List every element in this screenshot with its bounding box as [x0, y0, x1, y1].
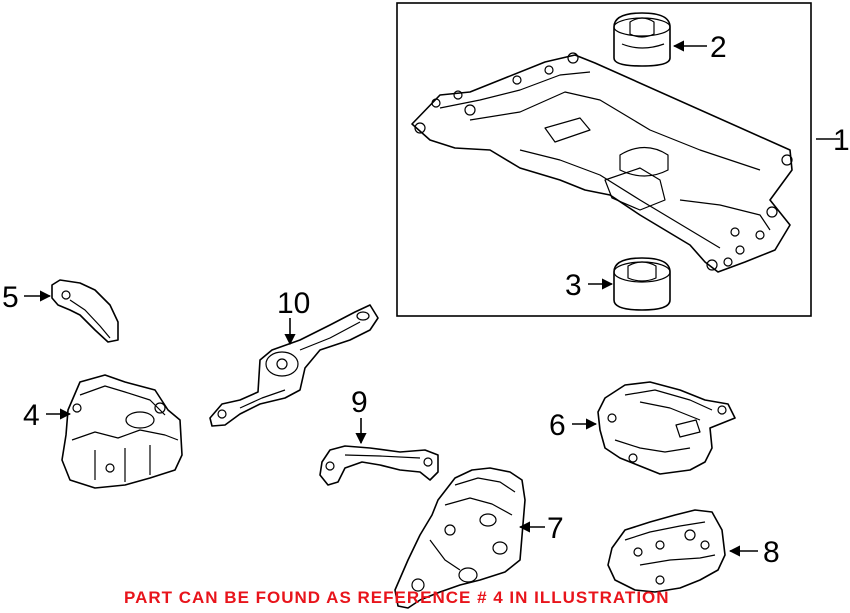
callout-5: 5 — [2, 281, 19, 314]
part-5-bracket[interactable] — [51, 279, 119, 343]
callout-10: 10 — [277, 287, 310, 320]
part-8-mount[interactable] — [607, 509, 726, 593]
subframe-group-box — [396, 2, 812, 317]
callout-8: 8 — [763, 536, 780, 569]
part-10-torque-arm[interactable] — [209, 304, 379, 427]
part-4-engine-mount[interactable] — [61, 374, 183, 489]
callout-9: 9 — [351, 386, 368, 419]
callout-1: 1 — [833, 124, 850, 157]
callout-3: 3 — [565, 269, 582, 302]
part-3-bushing[interactable] — [613, 257, 671, 311]
part-2-bushing[interactable] — [613, 12, 671, 67]
reference-note: PART CAN BE FOUND AS REFERENCE # 4 IN IL… — [124, 588, 670, 607]
part-1-subframe[interactable] — [411, 52, 793, 273]
callout-2: 2 — [710, 31, 727, 64]
part-9-bracket[interactable] — [319, 445, 439, 486]
part-7-engine-bracket[interactable] — [394, 467, 526, 609]
callout-6: 6 — [549, 409, 566, 442]
callout-7: 7 — [547, 512, 564, 545]
part-6-transmission-mount[interactable] — [597, 381, 736, 475]
callout-4: 4 — [23, 399, 40, 432]
